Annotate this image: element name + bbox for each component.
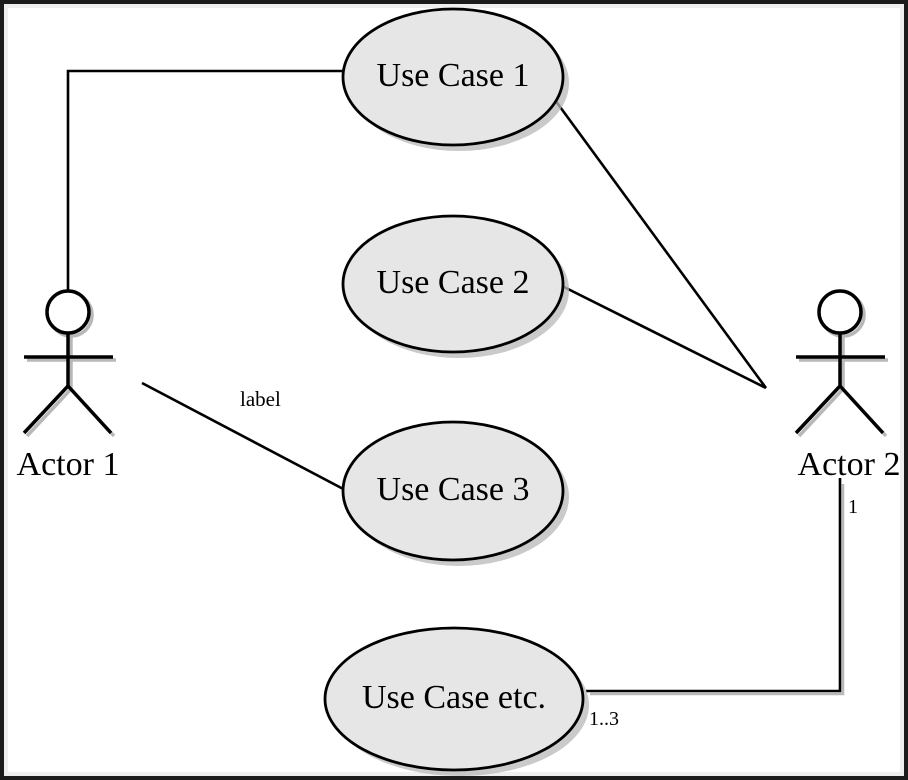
association-line[interactable]: [553, 99, 768, 389]
use-case-ellipse[interactable]: [323, 626, 585, 772]
association-actor1-usecase3[interactable]: [141, 381, 350, 494]
actor-leg-right-line[interactable]: [838, 384, 885, 435]
actor-head-icon[interactable]: [45, 289, 91, 335]
actor-leg-left-line[interactable]: [22, 384, 70, 435]
use-case-node-3[interactable]: Use Case 3: [341, 420, 569, 566]
association-line[interactable]: [141, 381, 350, 494]
actor-node-1[interactable]: Actor 1: [17, 289, 120, 483]
actor-leg-right-line[interactable]: [66, 384, 113, 435]
association-label-text: label: [240, 387, 281, 411]
use-case-label: Use Case 3: [377, 471, 530, 508]
use-case-ellipse[interactable]: [341, 214, 565, 354]
association-actor2-usecaseetc[interactable]: [586, 478, 845, 696]
use-case-label: Use Case etc.: [362, 679, 546, 716]
use-case-ellipse[interactable]: [341, 7, 565, 147]
association-usecase2-actor2[interactable]: [559, 283, 767, 390]
actor-label: Actor 2: [798, 446, 901, 483]
association-line[interactable]: [559, 283, 767, 390]
multiplicity-label-source: 1: [848, 496, 858, 518]
use-case-label: Use Case 1: [377, 57, 530, 94]
actor-label: Actor 1: [17, 446, 120, 483]
association-usecase1-actor2[interactable]: [553, 99, 768, 389]
actor-head-icon[interactable]: [817, 289, 863, 335]
multiplicity-label-target: 1..3: [589, 708, 619, 730]
use-case-ellipse[interactable]: [341, 420, 565, 562]
actor-leg-left-shadow: [797, 387, 845, 438]
association-line[interactable]: [586, 478, 842, 693]
actor-node-2[interactable]: Actor 2: [794, 289, 901, 483]
edge-label-group: label 1 1..3: [240, 387, 858, 730]
use-case-label: Use Case 2: [377, 264, 530, 301]
association-actor1-usecase1[interactable]: [66, 69, 345, 291]
use-case-node-etc[interactable]: Use Case etc.: [323, 626, 589, 776]
use-case-node-2[interactable]: Use Case 2: [341, 214, 569, 358]
actor-leg-left-line[interactable]: [794, 384, 842, 435]
actor-leg-left-shadow: [25, 387, 73, 438]
use-case-node-1[interactable]: Use Case 1: [341, 7, 569, 151]
association-line[interactable]: [66, 69, 345, 291]
association-line-shadow: [590, 484, 845, 696]
